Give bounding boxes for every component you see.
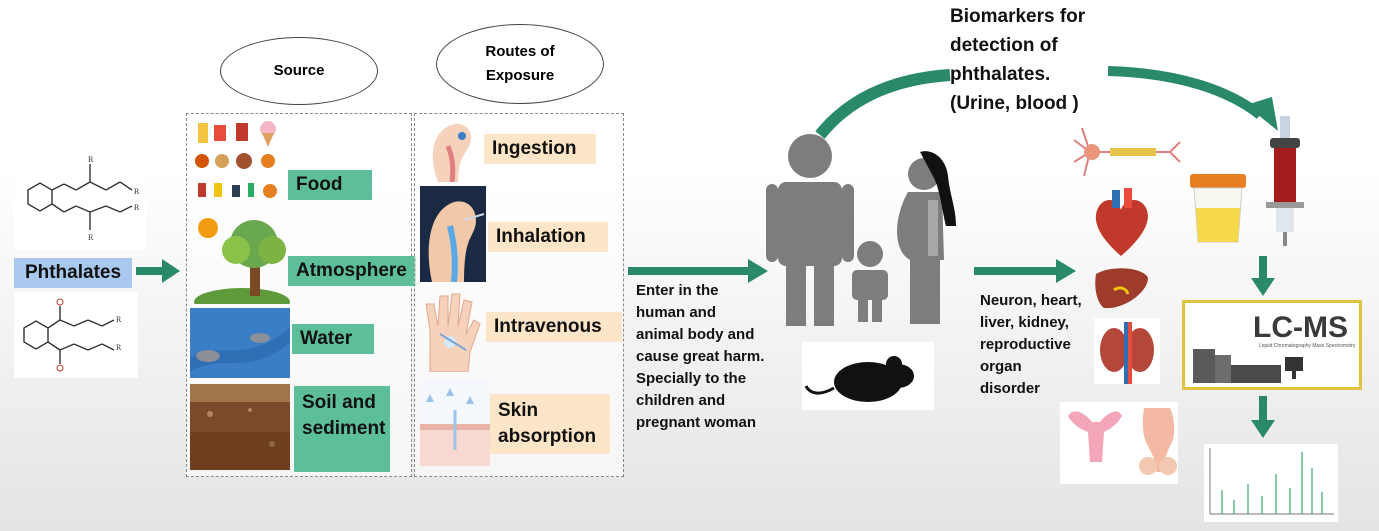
source-heading-text: Source: [273, 62, 325, 79]
arrow-to-organs: [974, 259, 1076, 283]
mouse-silhouette: [802, 342, 934, 410]
food-icon: [192, 117, 286, 207]
inhalation-icon: [420, 186, 486, 283]
heart-icon: [1095, 188, 1148, 256]
r-group-label: R: [116, 315, 122, 324]
routes-heading-text: Routes of Exposure: [485, 43, 555, 84]
r-group-label: R: [88, 233, 94, 242]
biomarker-text: Biomarkers for detection of phthalates. …: [950, 2, 1110, 118]
source-water-label: Water: [292, 324, 374, 354]
kidney-icon: [1094, 318, 1160, 384]
phthalate-structure-2: R R: [14, 292, 138, 378]
phthalate-structure-1: R R R R: [14, 150, 146, 250]
lcms-instrument-icon: [1193, 349, 1303, 383]
family-silhouette: [766, 134, 956, 326]
arrow-to-body: [628, 259, 768, 283]
source-food-label: Food: [288, 170, 372, 200]
route-inhalation-text: Inhalation: [496, 226, 586, 247]
r-group-label: R: [134, 187, 140, 196]
route-skin-label: Skin absorption: [490, 394, 610, 454]
neuron-icon: [1073, 127, 1181, 177]
phthalates-label: Phthalates: [14, 258, 132, 288]
urine-sample-icon: [1190, 174, 1246, 243]
reproductive-organ-icon: [1060, 402, 1178, 484]
route-intravenous-label: Intravenous: [486, 312, 622, 342]
curved-arrow-biomarker: [815, 66, 1278, 139]
intravenous-icon: [420, 290, 484, 373]
biomarker-text-content: Biomarkers for detection of phthalates. …: [950, 6, 1086, 114]
arrow-to-source: [136, 259, 180, 283]
lcms-subtitle: Liquid Chromatography Mass Spectrometry: [1259, 343, 1356, 349]
source-soil-label: Soil and sediment: [294, 386, 390, 472]
ingestion-icon: [418, 116, 484, 183]
route-ingestion-label: Ingestion: [484, 134, 596, 164]
organ-text-content: Neuron, heart, liver, kidney, reproducti…: [980, 292, 1082, 397]
source-soil-text: Soil and sediment: [302, 392, 386, 439]
arrow-to-spectrum: [1251, 396, 1275, 438]
mass-spectrum-chart: [1204, 444, 1338, 522]
soil-icon: [190, 384, 290, 470]
source-food-text: Food: [296, 174, 343, 195]
enter-body-text: Enter in the human and animal body and c…: [636, 280, 766, 434]
blood-syringe-icon: [1266, 116, 1304, 246]
liver-icon: [1095, 268, 1148, 309]
organ-text: Neuron, heart, liver, kidney, reproducti…: [980, 290, 1084, 400]
river-icon: [190, 308, 290, 378]
route-ingestion-text: Ingestion: [492, 138, 577, 159]
source-water-text: Water: [300, 328, 353, 349]
source-atmosphere-text: Atmosphere: [296, 260, 407, 281]
tree-icon: [192, 212, 290, 316]
enter-body-text-content: Enter in the human and animal body and c…: [636, 282, 765, 431]
arrow-to-lcms: [1251, 256, 1275, 296]
r-group-label: R: [134, 203, 140, 212]
skin-icon: [420, 380, 490, 466]
phthalates-label-text: Phthalates: [24, 262, 122, 283]
route-inhalation-label: Inhalation: [488, 222, 608, 252]
source-atmosphere-label: Atmosphere: [288, 256, 416, 286]
lcms-panel: LC-MS Liquid Chromatography Mass Spectro…: [1182, 300, 1362, 390]
source-heading: Source: [220, 37, 378, 105]
lcms-title: LC-MS: [1253, 311, 1348, 344]
route-intravenous-text: Intravenous: [494, 316, 602, 337]
route-skin-text: Skin absorption: [498, 400, 597, 447]
r-group-label: R: [88, 155, 94, 164]
routes-heading: Routes of Exposure: [436, 24, 604, 104]
r-group-label: R: [116, 343, 122, 352]
